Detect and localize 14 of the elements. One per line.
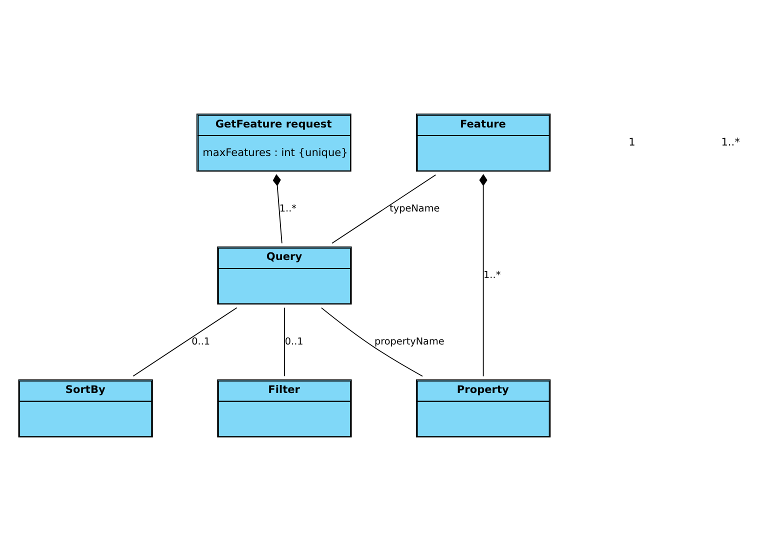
connector — [272, 174, 282, 244]
connector — [132, 306, 238, 376]
edge-label: 0..1 — [192, 336, 210, 347]
label: 1 — [628, 136, 636, 148]
connector — [479, 174, 488, 376]
edge-label: 1..* — [279, 203, 297, 214]
edge-label: 0..1 — [284, 336, 304, 347]
label: 1..* — [721, 136, 740, 148]
edge-label: 1..* — [484, 269, 501, 280]
connector — [332, 174, 436, 244]
connector — [284, 306, 285, 376]
edge-label: propertyName — [374, 336, 444, 347]
connector — [320, 306, 423, 376]
edge-label: typeName — [390, 203, 440, 214]
